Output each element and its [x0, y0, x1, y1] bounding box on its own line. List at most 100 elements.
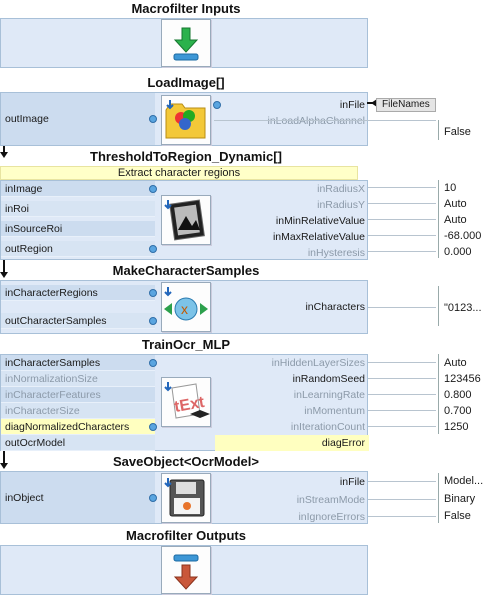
value-inIgnoreErrors[interactable]: False	[444, 510, 471, 522]
threshold-panel[interactable]: inImage inRoi inSourceRoi outRegion inRa…	[0, 180, 368, 260]
input-port[interactable]	[213, 101, 221, 109]
port-inCharacterSize[interactable]: inCharacterSize	[1, 403, 155, 419]
connector-line	[368, 410, 436, 411]
load-image-title: LoadImage[]	[147, 75, 225, 90]
flow-line	[3, 146, 5, 154]
macrofilter-inputs-title: Macrofilter Inputs	[131, 1, 241, 16]
connector-line	[368, 307, 436, 308]
port-diagNormalizedCharacters[interactable]: diagNormalizedCharacters	[1, 419, 155, 435]
connector-line	[368, 203, 436, 204]
value-inMaxRelativeValue[interactable]: -68.000	[444, 230, 482, 242]
value-inRadiusX[interactable]: 10	[444, 182, 457, 194]
connector-line	[368, 499, 436, 500]
port-inMomentum[interactable]: inMomentum	[304, 405, 365, 417]
value-bracket	[438, 354, 442, 434]
value-inRadiusY[interactable]: Auto	[444, 198, 467, 210]
port-inLearningRate[interactable]: inLearningRate	[293, 389, 365, 401]
port-inMinRelativeValue[interactable]: inMinRelativeValue	[275, 215, 365, 227]
threshold-image-icon[interactable]	[161, 195, 211, 245]
macrofilter-outputs-title: Macrofilter Outputs	[126, 528, 246, 543]
download-arrow-icon[interactable]	[161, 19, 211, 67]
threshold-title: ThresholdToRegion_Dynamic[]	[90, 149, 282, 164]
connector-line	[368, 481, 436, 482]
filenames-badge[interactable]: FileNames	[376, 98, 436, 112]
connector-line	[368, 516, 436, 517]
port-inCharacterSamples[interactable]: inCharacterSamples	[1, 355, 155, 371]
port-inFile[interactable]: inFile	[339, 476, 365, 488]
output-port[interactable]	[149, 423, 157, 431]
port-inCharacterRegions[interactable]: inCharacterRegions	[1, 285, 155, 301]
port-outRegion[interactable]: outRegion	[1, 241, 155, 257]
value-bracket	[438, 180, 442, 258]
connector-line	[214, 120, 436, 121]
port-inFile[interactable]: inFile	[339, 99, 365, 111]
port-diagError[interactable]: diagError	[215, 435, 369, 451]
input-port[interactable]	[149, 359, 157, 367]
value-bracket	[438, 286, 442, 326]
upload-arrow-icon[interactable]	[161, 546, 211, 594]
value-inStreamMode[interactable]: Binary	[444, 493, 476, 505]
output-port[interactable]	[149, 317, 157, 325]
value-inHysteresis[interactable]: 0.000	[444, 246, 472, 258]
connector-line	[368, 187, 436, 188]
connector-line	[368, 219, 436, 220]
port-inCharacters[interactable]: inCharacters	[305, 301, 365, 313]
port-inRadiusY[interactable]: inRadiusY	[317, 199, 365, 211]
input-port[interactable]	[149, 185, 157, 193]
connector-line	[368, 426, 436, 427]
flow-arrow-icon	[0, 152, 8, 158]
port-inImage[interactable]: inImage	[1, 181, 155, 197]
macrofilter-outputs-panel[interactable]	[0, 545, 368, 595]
output-port[interactable]	[149, 115, 157, 123]
port-inMaxRelativeValue[interactable]: inMaxRelativeValue	[272, 231, 365, 243]
train-ocr-panel[interactable]: inCharacterSamples inNormalizationSize i…	[0, 354, 369, 451]
input-port[interactable]	[149, 289, 157, 297]
svg-text:tExt: tExt	[173, 394, 206, 416]
port-inHysteresis[interactable]: inHysteresis	[307, 247, 365, 259]
value-inHiddenLayerSizes[interactable]: Auto	[444, 357, 467, 369]
character-samples-icon[interactable]: x	[161, 282, 211, 332]
folder-image-icon[interactable]	[161, 95, 211, 145]
input-port[interactable]	[149, 494, 157, 502]
make-samples-panel[interactable]: inCharacterRegions outCharacterSamples x…	[0, 280, 368, 334]
value-bracket	[438, 120, 442, 140]
link-arrow-icon	[371, 99, 377, 107]
port-outOcrModel[interactable]: outOcrModel	[1, 435, 155, 451]
port-inRadiusX[interactable]: inRadiusX	[317, 183, 365, 195]
value-inMinRelativeValue[interactable]: Auto	[444, 214, 467, 226]
port-inStreamMode[interactable]: inStreamMode	[296, 494, 365, 506]
port-inLoadAlphaChannel[interactable]: inLoadAlphaChannel	[267, 115, 366, 127]
connector-line	[368, 251, 436, 252]
macrofilter-inputs-panel[interactable]	[0, 18, 368, 68]
floppy-disk-icon[interactable]	[161, 473, 211, 523]
port-inObject[interactable]: inObject	[5, 492, 44, 504]
value-inMomentum[interactable]: 0.700	[444, 405, 472, 417]
value-inLoadAlphaChannel[interactable]: False	[444, 126, 471, 138]
port-outImage[interactable]: outImage	[5, 113, 49, 125]
value-inLearningRate[interactable]: 0.800	[444, 389, 472, 401]
port-inHiddenLayerSizes[interactable]: inHiddenLayerSizes	[271, 357, 365, 369]
connector-line	[368, 235, 436, 236]
value-inIterationCount[interactable]: 1250	[444, 421, 469, 433]
port-inNormalizationSize[interactable]: inNormalizationSize	[1, 371, 155, 387]
flow-line	[3, 260, 5, 272]
port-inRoi[interactable]: inRoi	[1, 201, 155, 217]
load-image-panel[interactable]: outImage inFile inLoadAlphaChannel	[0, 92, 368, 146]
make-samples-title: MakeCharacterSamples	[112, 263, 260, 278]
value-inFile[interactable]: Model...	[444, 475, 484, 487]
value-inRandomSeed[interactable]: 123456	[444, 373, 481, 385]
port-inIgnoreErrors[interactable]: inIgnoreErrors	[298, 511, 365, 523]
ocr-training-icon[interactable]: tExt	[161, 377, 211, 427]
port-inSourceRoi[interactable]: inSourceRoi	[1, 221, 155, 237]
port-inIterationCount[interactable]: inIterationCount	[290, 421, 365, 433]
port-inRandomSeed[interactable]: inRandomSeed	[292, 373, 365, 385]
value-inCharacters[interactable]: "0123...	[444, 302, 482, 314]
save-object-title: SaveObject<OcrModel>	[113, 454, 259, 469]
train-ocr-title: TrainOcr_MLP	[141, 337, 231, 352]
connector-line	[368, 378, 436, 379]
save-object-panel[interactable]: inObject inFile inStreamMode inIgnoreErr…	[0, 471, 368, 524]
threshold-comment: Extract character regions	[0, 166, 358, 180]
port-outCharacterSamples[interactable]: outCharacterSamples	[1, 313, 155, 329]
port-inCharacterFeatures[interactable]: inCharacterFeatures	[1, 387, 155, 403]
output-port[interactable]	[149, 245, 157, 253]
